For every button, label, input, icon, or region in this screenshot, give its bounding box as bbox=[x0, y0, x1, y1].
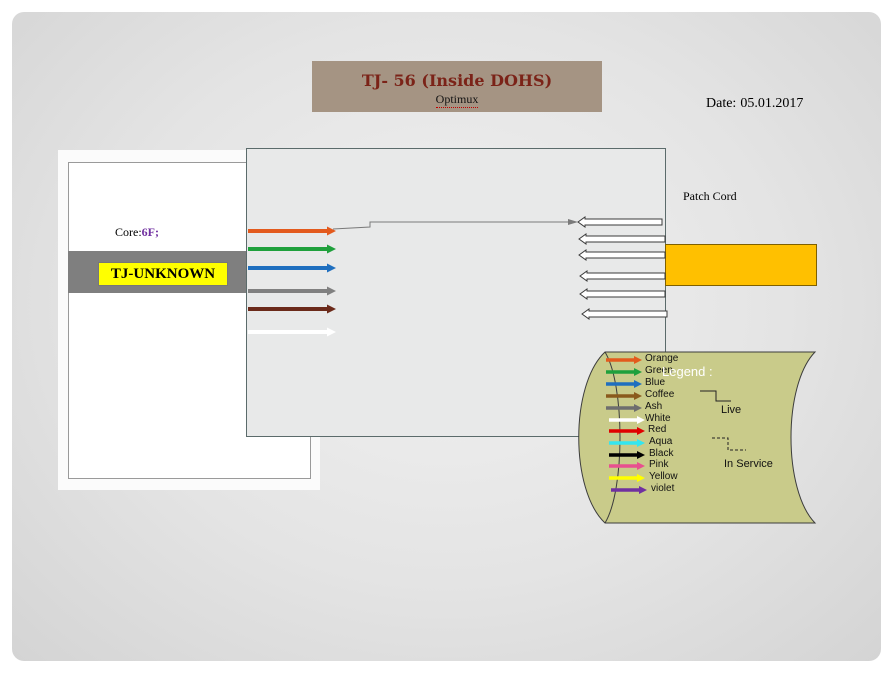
legend-arrow bbox=[609, 439, 645, 447]
port-arrow bbox=[579, 288, 666, 300]
port-arrow bbox=[578, 249, 666, 261]
legend-color-label: Orange bbox=[645, 353, 679, 364]
port-arrows bbox=[577, 216, 668, 320]
live-line-sample bbox=[700, 390, 731, 402]
date-text: Date:05.01.2017 bbox=[706, 96, 803, 112]
legend-color-label: Coffee bbox=[645, 389, 675, 400]
fiber-arrow bbox=[248, 244, 336, 254]
fiber-arrow bbox=[248, 327, 336, 337]
legend-color-label: violet bbox=[651, 483, 675, 494]
legend-color-label: Yellow bbox=[649, 471, 678, 482]
legend-arrow bbox=[606, 368, 642, 376]
patch-cord-label: Patch Cord bbox=[683, 189, 737, 203]
fiber-arrow bbox=[248, 226, 336, 236]
port-arrow bbox=[581, 308, 668, 320]
fiber-arrow bbox=[248, 286, 336, 296]
legend-arrow bbox=[609, 462, 645, 470]
tj-name-label: TJ-UNKNOWN bbox=[98, 262, 228, 286]
legend-arrow bbox=[606, 404, 642, 412]
core-count: Core:6F; bbox=[115, 225, 159, 240]
legend-color-label: Green bbox=[645, 365, 673, 376]
fiber-arrows bbox=[248, 226, 336, 337]
core-value: 6F; bbox=[141, 225, 159, 239]
legend-color-label: Blue bbox=[645, 377, 666, 388]
legend-color-label: Aqua bbox=[649, 436, 673, 447]
legend-color-label: Black bbox=[649, 448, 674, 459]
in-service-line-sample bbox=[712, 437, 746, 451]
splice-connection-line bbox=[332, 221, 574, 230]
legend-scroll-edge bbox=[604, 351, 621, 524]
port-arrow bbox=[577, 216, 663, 228]
diagram-subtitle: Optimux bbox=[435, 92, 479, 108]
legend-arrow bbox=[611, 486, 647, 494]
legend-arrow bbox=[609, 474, 645, 482]
diagram-title: TJ- 56 (Inside DOHS) bbox=[361, 71, 553, 90]
legend-arrow bbox=[609, 416, 645, 424]
legend-color-arrows bbox=[606, 356, 647, 494]
legend-title: Legend : bbox=[662, 364, 713, 379]
splice-connection-arrowhead bbox=[568, 219, 578, 225]
date-label: Date: bbox=[706, 96, 737, 111]
patch-cord bbox=[665, 244, 817, 286]
title-box: TJ- 56 (Inside DOHS) Optimux bbox=[312, 61, 602, 112]
legend-arrow bbox=[609, 451, 645, 459]
legend-state-in-service: In Service bbox=[724, 458, 773, 470]
legend-state-live: Live bbox=[721, 404, 742, 416]
legend-arrow bbox=[606, 356, 642, 364]
port-arrow bbox=[579, 270, 666, 282]
legend-color-label: Ash bbox=[645, 401, 663, 412]
legend-arrow bbox=[606, 392, 642, 400]
fiber-arrow bbox=[248, 304, 336, 314]
fiber-arrow bbox=[248, 263, 336, 273]
date-value: 05.01.2017 bbox=[740, 96, 804, 111]
port-arrow bbox=[578, 233, 666, 245]
core-label: Core: bbox=[115, 225, 142, 239]
legend-color-label: White bbox=[645, 413, 671, 424]
legend-arrow bbox=[606, 380, 642, 388]
legend-color-label: Red bbox=[648, 424, 667, 435]
legend-arrow bbox=[609, 427, 645, 435]
legend-color-label: Pink bbox=[649, 459, 669, 470]
